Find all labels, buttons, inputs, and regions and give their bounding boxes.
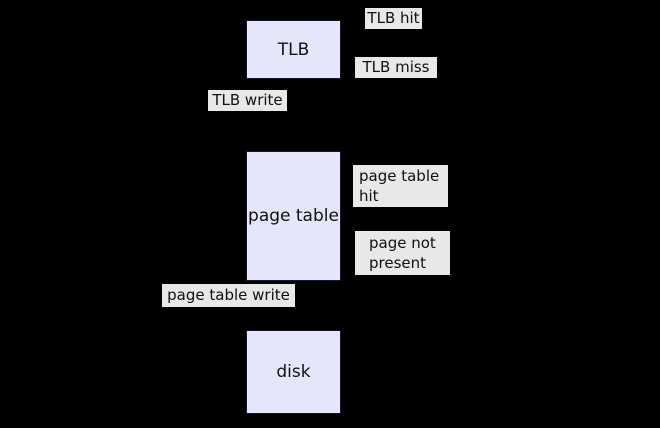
edge-label-tlb-write: TLB write: [208, 90, 287, 111]
node-disk-label: disk: [276, 362, 311, 382]
node-page-table: page table: [246, 151, 341, 281]
edge-label-page-not-present-line2: present: [369, 254, 427, 272]
node-tlb: TLB: [246, 20, 341, 79]
edge-label-page-table-hit-line2: hit: [359, 187, 379, 205]
edge-label-page-table-write: page table write: [162, 284, 295, 307]
edge-label-page-table-hit: page table hit: [353, 165, 448, 207]
edge-label-tlb-miss: TLB miss: [355, 57, 437, 78]
edge-label-tlb-hit: TLB hit: [365, 8, 422, 29]
edge-label-page-table-hit-line1: page table: [359, 167, 440, 185]
node-disk: disk: [246, 330, 341, 414]
edge-label-page-not-present: page not present: [355, 231, 450, 275]
node-tlb-label: TLB: [277, 39, 310, 60]
edge-label-page-not-present-line1: page not: [369, 234, 436, 252]
node-page-table-label: page table: [248, 206, 339, 226]
